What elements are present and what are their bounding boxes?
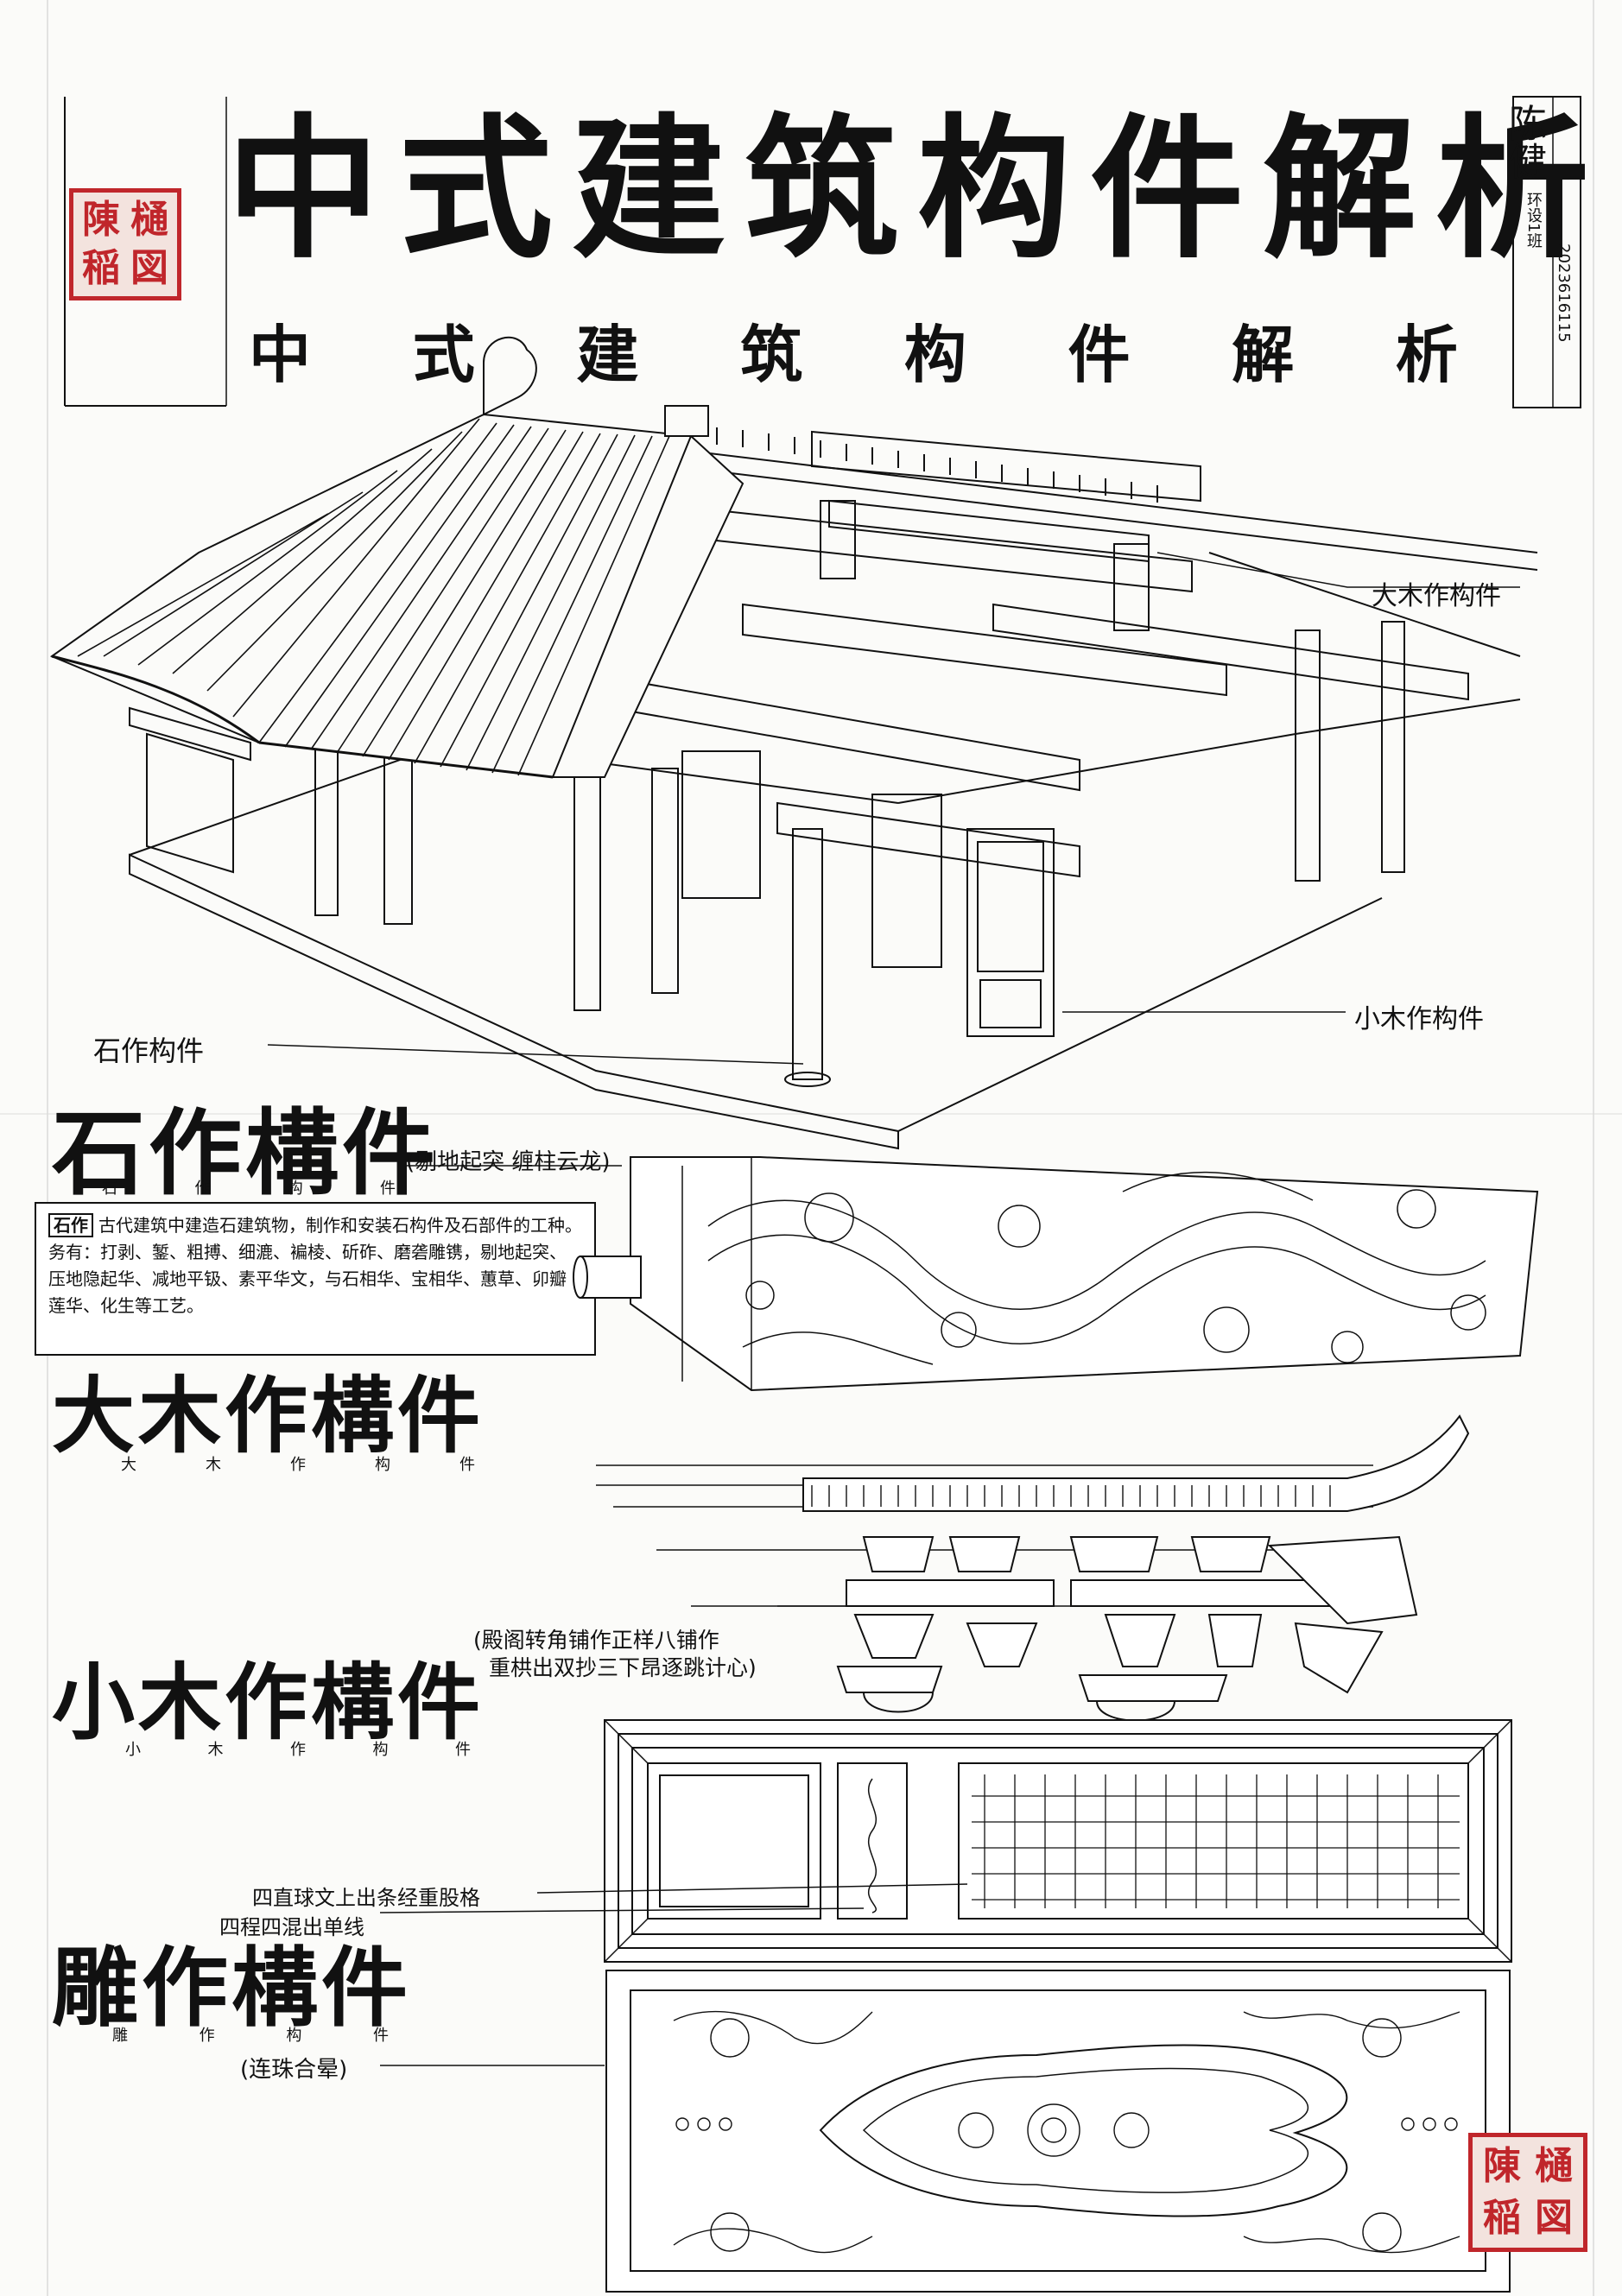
small-char: 雕 [112, 2027, 128, 2045]
bracket-dentils [811, 1485, 1331, 1507]
small-char: 小 [125, 1741, 141, 1759]
author-student-id: 2023616115 [1555, 244, 1573, 343]
small-char: 石 [102, 1180, 117, 1198]
stone-box-text: 古代建筑中建造石建筑物，制作和安装石构件及石部件的工种。务有：打剥、錾、粗搏、细… [48, 1215, 582, 1316]
stone-description-box: 石作古代建筑中建造石建筑物，制作和安装石构件及石部件的工种。务有：打剥、錾、粗搏… [35, 1202, 596, 1356]
small-char: 作 [290, 1456, 306, 1474]
subtitle-char: 解 [1232, 318, 1295, 391]
callout-line-damuzuo [1156, 552, 1520, 588]
heading-stone-small: 石 作 构 件 [102, 1176, 396, 1199]
seal-char: 樋 [130, 198, 168, 242]
subtitle-char: 析 [1395, 318, 1458, 391]
small-char: 构 [286, 2027, 302, 2045]
beams [586, 430, 1538, 878]
subtitle-char: 筑 [740, 318, 803, 391]
heading-stone: 石作構件 [52, 1099, 440, 1208]
seal-char: 稲 [82, 246, 120, 290]
ridge-ornament [483, 336, 537, 416]
small-char: 木 [207, 1741, 224, 1759]
small-char: 构 [375, 1456, 390, 1474]
callout-xiaomuzuo: 小木作构件 [1354, 1004, 1484, 1034]
dragon-carving [707, 1171, 1486, 1365]
small-char: 作 [194, 1180, 211, 1198]
subtitle-char: 中 [249, 318, 312, 391]
stone-technique-note: (剔地起突 缠柱云龙) [406, 1149, 611, 1175]
small-char: 件 [372, 2027, 389, 2045]
carving-note: (连珠合晕) [240, 2057, 348, 2083]
gable-wall [146, 732, 234, 874]
subtitle-char: 式 [412, 318, 475, 391]
seal-stamp-top: 陳 樋 稲 図 [69, 188, 181, 300]
bracket-note-line-1: (殿阁转角铺作正样八铺作 [473, 1628, 719, 1653]
small-char: 件 [455, 1741, 471, 1759]
page-subtitle: 中 式 建 筑 构 件 解 析 [249, 324, 1458, 386]
seal-char: 樋 [1535, 2144, 1573, 2188]
bracket-blocks [836, 1535, 1418, 1722]
heading-diao: 雕作構件 [52, 1937, 411, 2039]
roof-ridge-edge [551, 434, 744, 778]
heading-xiaomu: 小木作構件 [52, 1654, 484, 1751]
callout-damuzuo: 大木作构件 [1372, 581, 1501, 611]
small-char: 构 [287, 1180, 303, 1198]
seal-char: 図 [130, 246, 168, 290]
stone-box-tag: 石作 [48, 1213, 93, 1237]
author-name: 陈健 [1502, 104, 1546, 180]
small-char: 作 [290, 1741, 306, 1759]
author-class: 环设1班 [1524, 192, 1543, 249]
seal-char: 稲 [1483, 2196, 1521, 2240]
rafter-ends [716, 427, 1158, 503]
small-char: 件 [379, 1180, 396, 1198]
bracket-note-line-2: 重栱出双抄三下昂逐跳计心) [489, 1655, 757, 1680]
subtitle-char: 建 [576, 318, 639, 391]
heading-damu-small: 大 木 作 构 件 [121, 1452, 475, 1475]
roof-tile-rows [77, 418, 670, 776]
lattice-grid [972, 1774, 1460, 1908]
subtitle-char: 件 [1068, 318, 1131, 391]
page-title: 中式建筑构件解析 [226, 98, 1608, 279]
small-char: 件 [459, 1456, 475, 1474]
seal-char: 陳 [82, 198, 120, 242]
callout-shizuo: 石作构件 [93, 1034, 205, 1067]
heading-xiaomu-small: 小 木 作 构 件 [125, 1737, 471, 1760]
callout-line-shizuo [267, 1044, 804, 1065]
small-char: 构 [372, 1741, 389, 1759]
lattice-callout-1: 四直球文上出条经重股格 [252, 1886, 480, 1910]
seal-char: 図 [1535, 2196, 1573, 2240]
lattice-doors [681, 750, 1055, 1037]
heading-diao-small: 雕 作 构 件 [112, 2023, 389, 2046]
heading-damu: 大木作構件 [52, 1367, 484, 1464]
small-char: 木 [206, 1456, 221, 1474]
seal-char: 陳 [1483, 2144, 1521, 2188]
carved-rosettes [673, 2010, 1460, 2254]
seal-stamp-bottom: 陳 樋 稲 図 [1468, 2133, 1587, 2252]
lattice-callout-2: 四程四混出单线 [219, 1915, 364, 1939]
subtitle-char: 构 [903, 318, 966, 391]
small-char: 作 [199, 2027, 215, 2045]
small-char: 大 [121, 1456, 136, 1474]
